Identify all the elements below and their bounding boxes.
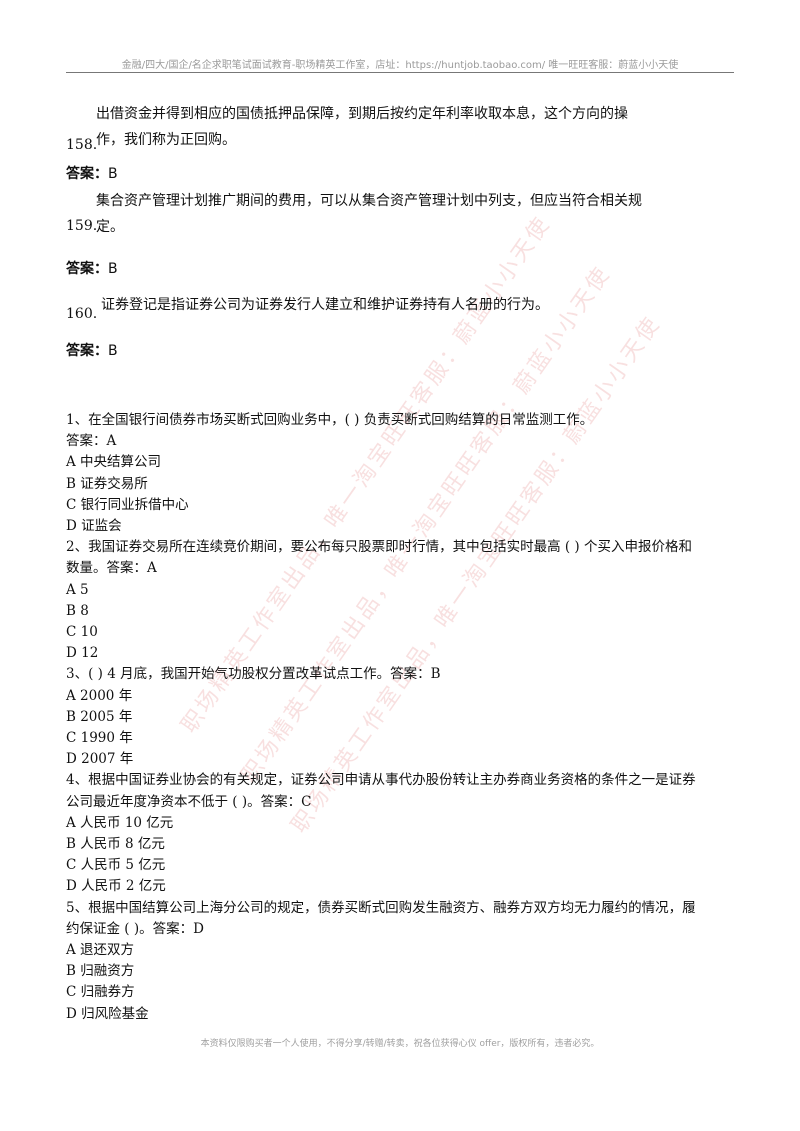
header-divider [66,72,734,73]
question-text: 4、根据中国证券业协会的有关规定，证券公司申请从事代办股份转让主办券商业务资格的… [66,772,696,789]
option-b: B 2005 年 [66,708,133,725]
question-text-continued: 公司最近年度净资本不低于 ( )。答案：C [66,793,312,810]
option-d: D 归风险基金 [66,1005,149,1022]
answer-158: 答案：B [66,166,118,182]
option-a: A 5 [66,581,89,598]
question-text: 3、( ) 4 月底，我国开始气功股权分置改革试点工作。答案：B [66,666,441,683]
option-c: C 人民币 5 亿元 [66,857,166,874]
statement-158-line1: 出借资金并得到相应的国债抵押品保障，到期后按约定年利率收取本息，这个方向的操 [96,106,628,122]
answer-159: 答案：B [66,261,118,277]
question-list: 1、在全国银行间债券市场买断式回购业务中，( ) 负责买断式回购结算的日常监测工… [66,410,734,1025]
item-number-158: 158. [66,137,98,153]
statement-158-line2: 作，我们称为正回购。 [96,132,236,148]
question-text: 5、根据中国结算公司上海分公司的规定，债券买断式回购发生融资方、融券方双方均无力… [66,899,696,916]
question-5: 5、根据中国结算公司上海分公司的规定，债券买断式回购发生融资方、融券方双方均无力… [66,898,734,1025]
option-c: C 银行同业拆借中心 [66,496,189,513]
option-d: D 人民币 2 亿元 [66,878,166,895]
option-d: D 证监会 [66,518,122,535]
option-a: A 人民币 10 亿元 [66,814,174,831]
option-a: A 2000 年 [66,687,133,704]
option-a: A 中央结算公司 [66,454,162,471]
option-d: D 12 [66,645,99,662]
option-b: B 归融资方 [66,963,135,980]
option-a: A 退还双方 [66,942,135,959]
page-footer: 本资料仅限购买者一个人使用，不得分享/转赠/转卖，祝各位获得心仪 offer，版… [200,1039,600,1049]
statement-160: 证券登记是指证券公司为证券发行人建立和维护证券持有人名册的行为。 [101,297,549,313]
answer-160: 答案：B [66,343,118,359]
question-1: 1、在全国银行间债券市场买断式回购业务中，( ) 负责买断式回购结算的日常监测工… [66,410,734,537]
option-d: D 2007 年 [66,751,134,768]
question-2: 2、我国证券交易所在连续竞价期间，要公布每只股票即时行情，其中包括实时最高 ( … [66,537,734,664]
option-b: B 人民币 8 亿元 [66,836,165,853]
statement-159-line1: 集合资产管理计划推广期间的费用，可以从集合资产管理计划中列支，但应当符合相关规 [96,193,642,209]
question-text-continued: 数量。答案：A [66,560,157,577]
statement-159-line2: 定。 [96,219,124,235]
option-b: B 证券交易所 [66,475,148,492]
option-c: C 归融券方 [66,984,135,1001]
question-3: 3、( ) 4 月底，我国开始气功股权分置改革试点工作。答案：B A 2000 … [66,664,734,770]
page-header: 金融/四大/国企/名企求职笔试面试教育-职场精英工作室，店址：https://h… [121,60,679,71]
question-text: 1、在全国银行间债券市场买断式回购业务中，( ) 负责买断式回购结算的日常监测工… [66,412,594,428]
question-text: 2、我国证券交易所在连续竞价期间，要公布每只股票即时行情，其中包括实时最高 ( … [66,539,692,556]
option-c: C 10 [66,624,98,641]
question-text-continued: 约保证金 ( )。答案：D [66,920,204,937]
option-b: B 8 [66,602,89,619]
question-answer: 答案：A [66,433,117,450]
question-4: 4、根据中国证券业协会的有关规定，证券公司申请从事代办股份转让主办券商业务资格的… [66,770,734,897]
item-number-160: 160. [66,306,98,322]
option-c: C 1990 年 [66,730,133,747]
item-number-159: 159. [66,218,98,234]
